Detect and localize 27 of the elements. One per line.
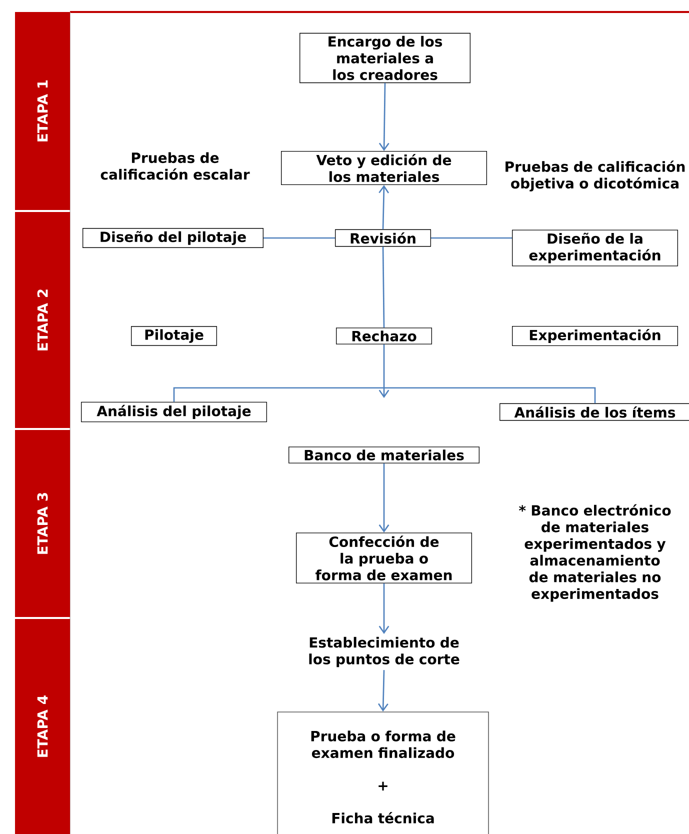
step-box: Diseño de la experimentación bbox=[512, 230, 678, 266]
step-box: Análisis de los ítems bbox=[500, 403, 689, 421]
arrow bbox=[378, 583, 390, 634]
step-box: Revisión bbox=[335, 229, 431, 247]
arrow bbox=[378, 463, 390, 533]
arrow bbox=[378, 83, 390, 151]
step-box: Confección de la prueba o forma de examen bbox=[296, 532, 472, 584]
note-text: * Banco electrónico de materiales experimentados y almacenamiento de materiales no experimentados bbox=[518, 504, 671, 602]
note-text: Pruebas de calificación escalar bbox=[100, 152, 250, 180]
note-text: Pruebas de calificación objetiva o dicotómica bbox=[506, 160, 685, 192]
stage-band: ETAPA 2 bbox=[15, 212, 70, 428]
stage-band: ETAPA 1 bbox=[15, 12, 70, 210]
step-box: Veto y edición de los materiales bbox=[281, 150, 487, 186]
step-box: Encargo de los materiales a los creadores bbox=[300, 32, 470, 84]
step-box: Diseño del pilotaje bbox=[82, 228, 264, 248]
step-box: Banco de materiales bbox=[288, 446, 480, 464]
step-text: Establecimiento de los puntos de corte bbox=[309, 636, 460, 668]
arrow bbox=[378, 670, 388, 712]
step-box: Análisis del pilotaje bbox=[81, 402, 267, 422]
step-box: Pilotaje bbox=[131, 326, 217, 346]
arrow bbox=[378, 344, 390, 398]
stage-band: ETAPA 4 bbox=[15, 619, 70, 834]
stage-band: ETAPA 3 bbox=[15, 430, 70, 617]
result-box: Prueba o forma de examen finalizado + Ficha técnica bbox=[277, 712, 489, 834]
step-box: Experimentación bbox=[512, 326, 678, 346]
step-box: Rechazo bbox=[336, 328, 432, 344]
arrow bbox=[378, 185, 390, 230]
